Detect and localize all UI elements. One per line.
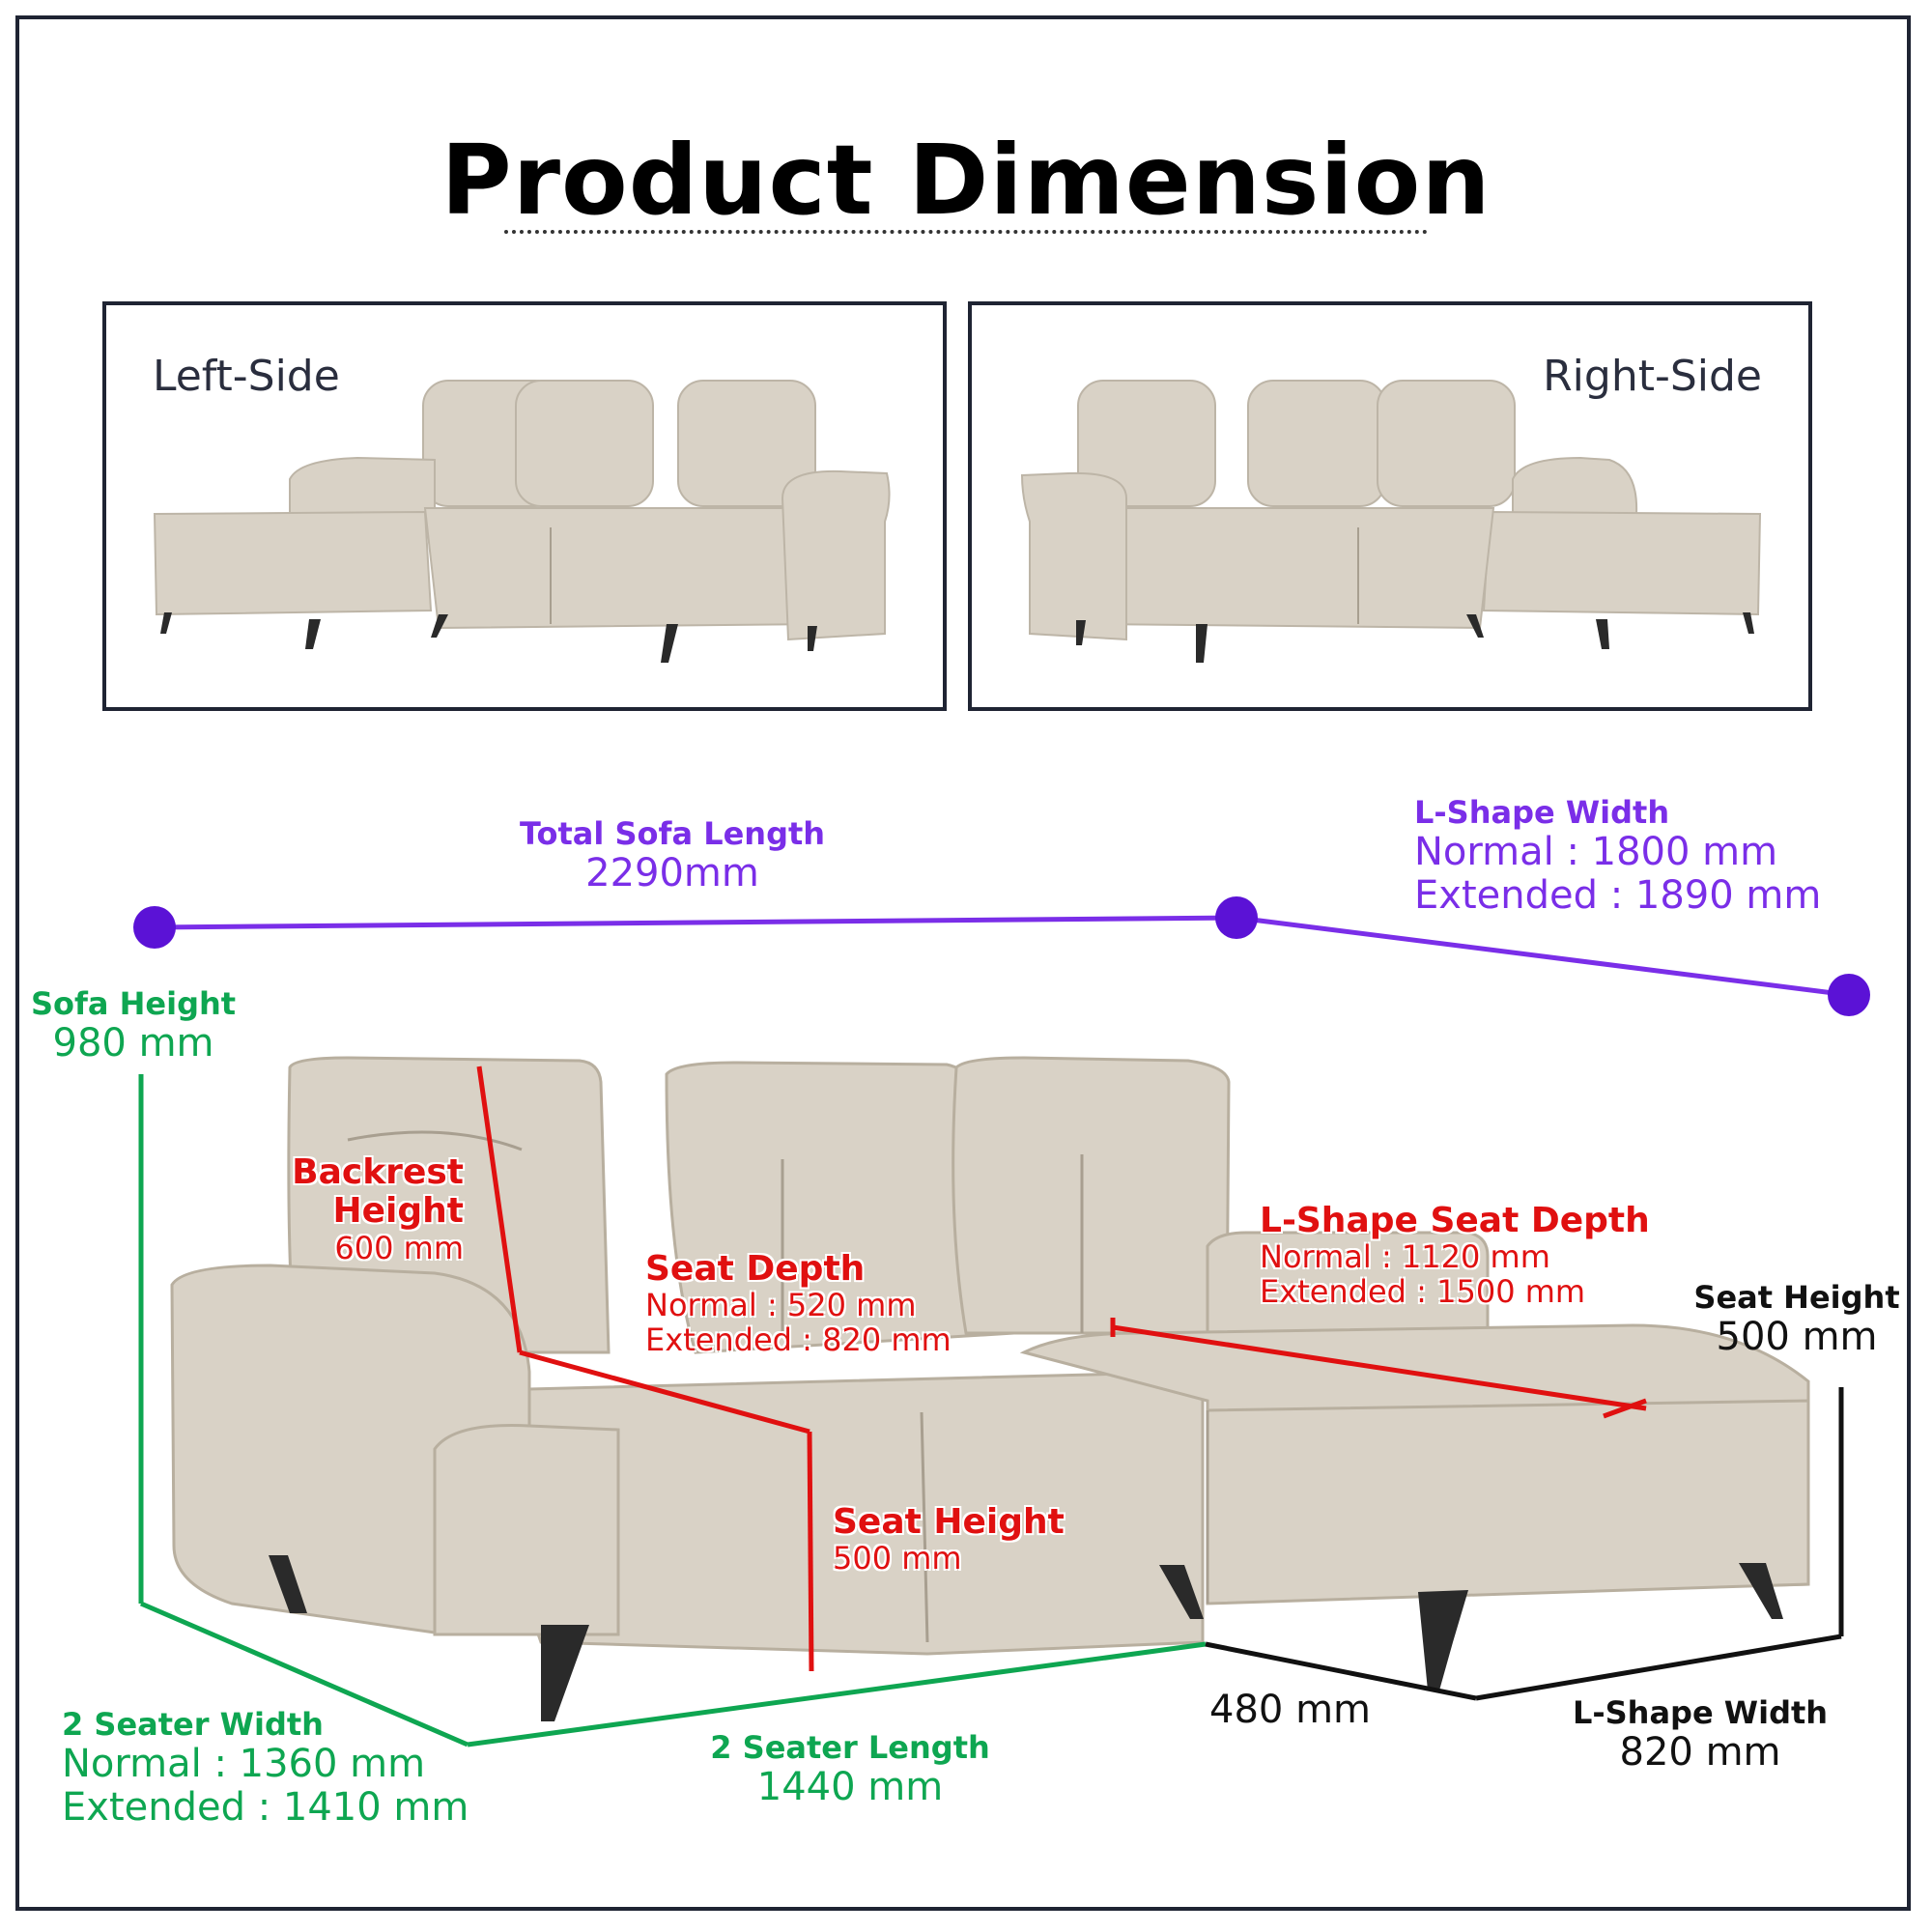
sofa-legs [269,1555,1783,1721]
right-side-label: Right-Side [1543,352,1762,401]
outer-frame [15,15,1911,1911]
seat-height-red-label: Seat Height 500 mm [833,1502,1065,1577]
dimension-dot [1828,974,1870,1016]
two-seater-length-label: 2 Seater Length 1440 mm [710,1729,990,1809]
dimension-dot [133,906,176,949]
seat-depth-label: Seat Depth Normal : 520 mm Extended : 82… [645,1249,952,1359]
right-side-panel: Right-Side [968,301,1812,711]
backrest-height-label: Backrest Height 600 mm [292,1152,464,1266]
chaise-dimension-line [1205,1387,1844,1701]
lshape-width-top-label: L-Shape Width Normal : 1800 mm Extended … [1414,794,1822,918]
total-length-line [154,915,1850,998]
page-title: Product Dimension [440,124,1492,237]
dimension-dot [1215,896,1258,939]
left-side-label: Left-Side [153,352,340,401]
main-sofa-image [170,1056,1810,1656]
sofa-height-label: Sofa Height 980 mm [30,985,237,1065]
right-side-sofa-image [1020,380,1762,663]
bottom-480-label: 480 mm [1209,1688,1371,1732]
two-seater-width-label: 2 Seater Width Normal : 1360 mm Extended… [62,1706,469,1830]
total-length-label: Total Sofa Length 2290mm [519,815,826,895]
lshape-seat-depth-label: L-Shape Seat Depth Normal : 1120 mm Exte… [1260,1201,1650,1311]
height-width-length-line [138,1074,1207,1747]
red-measure-lines [476,1065,1647,1672]
left-side-sofa-image [153,380,891,663]
lshape-width-bottom-label: L-Shape Width 820 mm [1572,1694,1829,1775]
left-side-panel: Left-Side [102,301,947,711]
seat-height-right-label: Seat Height 500 mm [1693,1279,1900,1359]
title-underline [504,230,1428,234]
